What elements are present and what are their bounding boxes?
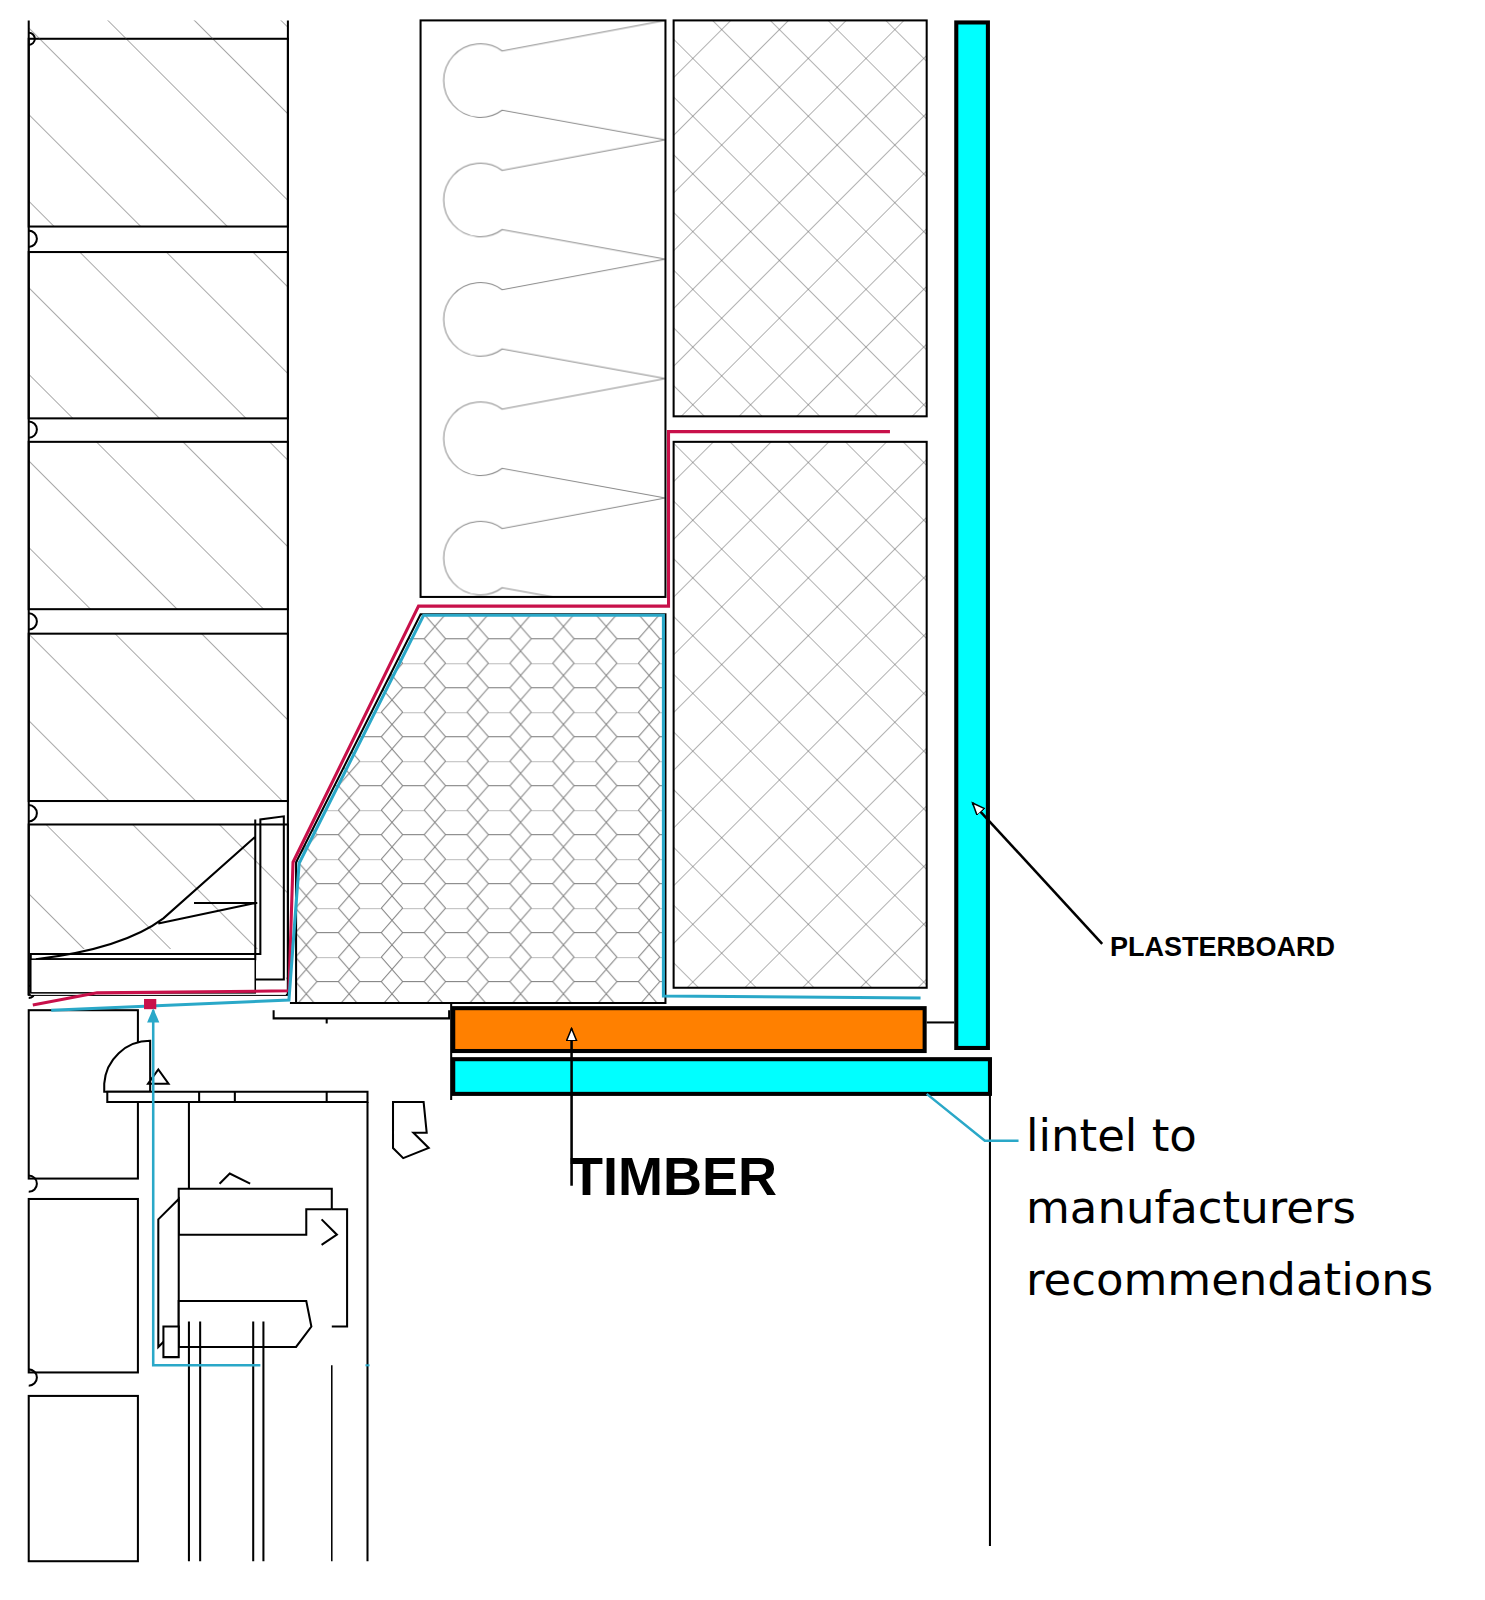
part-label: PLASTERBOARD [1110,933,1335,963]
part-label: TIMBER [570,1147,777,1206]
note-label: lintel to manufacturers recommendations [1026,1100,1476,1316]
